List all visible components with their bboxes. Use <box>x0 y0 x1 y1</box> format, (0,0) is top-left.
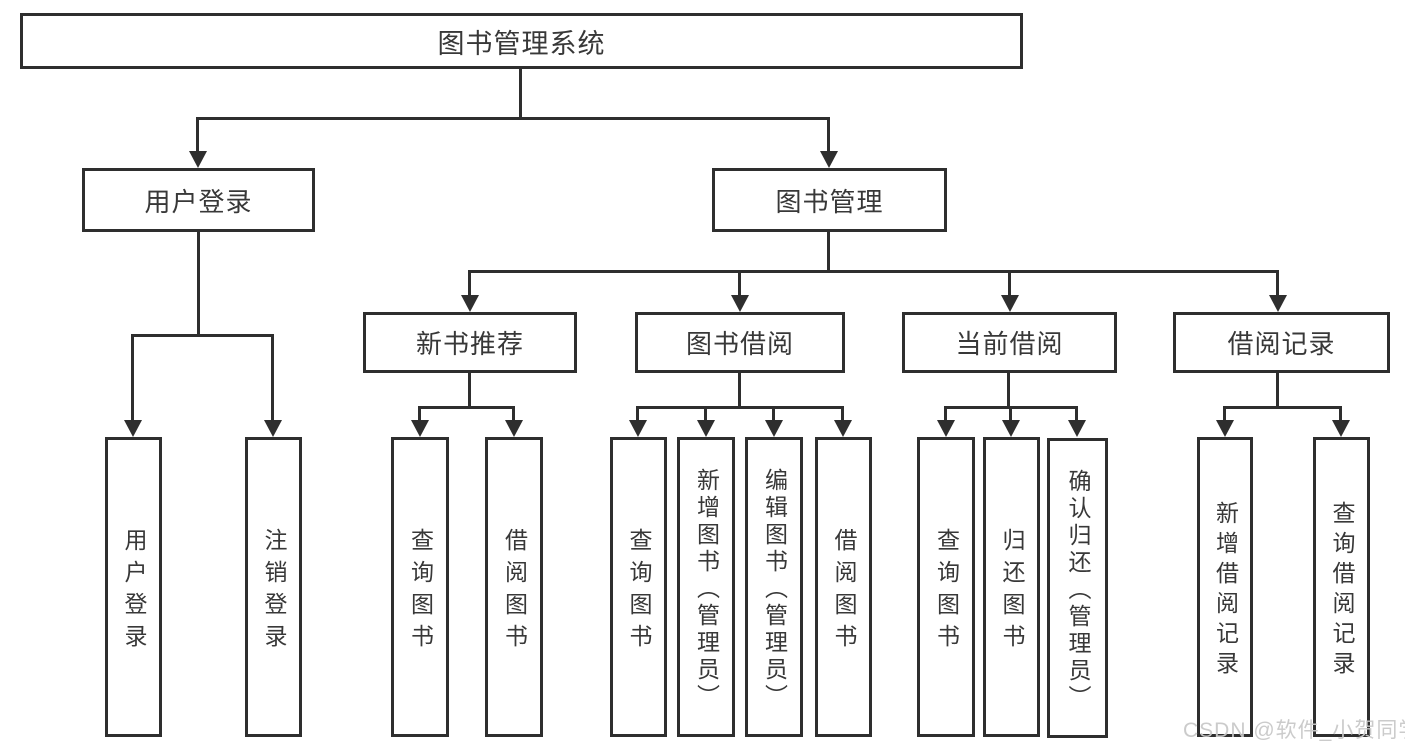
leaf-borrow-books-2: 借阅图书 <box>815 437 872 737</box>
arrow-to-leaf-logout <box>271 334 274 420</box>
node-current-borrowing: 当前借阅 <box>902 312 1117 373</box>
leaf-query-books-1: 查询图书 <box>391 437 449 737</box>
leaf-query-books-2: 查询图书 <box>610 437 667 737</box>
leaf-query-borrow-record: 查询借阅记录 <box>1313 437 1370 737</box>
csdn-watermark: CSDN @软件_小贺同学 <box>1183 719 1405 742</box>
leaf-edit-book-admin: 编辑图书（管理员） <box>745 437 803 737</box>
arrow-to-leaf-borrow-books-1 <box>512 406 515 420</box>
connector-book-borrowing-rail <box>636 406 844 409</box>
connector-user-login-rail <box>131 334 274 337</box>
arrow-to-leaf-add-borrow-record <box>1223 406 1226 420</box>
arrow-to-book-borrowing <box>738 270 741 295</box>
arrow-to-leaf-borrow-books-2 <box>841 406 844 420</box>
node-user-login: 用户登录 <box>82 168 315 232</box>
node-library-management-system: 图书管理系统 <box>20 13 1023 69</box>
leaf-add-borrow-record: 新增借阅记录 <box>1197 437 1253 737</box>
connector-book-management-stem <box>827 232 830 273</box>
connector-current-borrowing-stem <box>1007 373 1010 409</box>
node-new-book-recommendation: 新书推荐 <box>363 312 577 373</box>
arrow-to-leaf-add-book <box>704 406 707 420</box>
connector-borrowing-records-rail <box>1223 406 1342 409</box>
node-book-management: 图书管理 <box>712 168 947 232</box>
connector-user-login-stem <box>197 232 200 337</box>
arrow-to-borrowing-records <box>1276 270 1279 295</box>
arrow-to-book-management <box>827 117 830 151</box>
arrow-to-current-borrowing <box>1008 270 1011 295</box>
connector-new-book-stem <box>468 373 471 409</box>
leaf-query-books-3: 查询图书 <box>917 437 975 737</box>
node-borrowing-records: 借阅记录 <box>1173 312 1390 373</box>
connector-root-rail <box>196 117 830 120</box>
connector-new-book-rail <box>418 406 515 409</box>
leaf-logout: 注销登录 <box>245 437 302 737</box>
leaf-return-book: 归还图书 <box>983 437 1040 737</box>
leaf-add-book-admin: 新增图书（管理员） <box>677 437 735 737</box>
leaf-borrow-books-1: 借阅图书 <box>485 437 543 737</box>
connector-book-borrowing-stem <box>738 373 741 409</box>
arrow-to-leaf-return-book <box>1009 406 1012 420</box>
arrow-to-leaf-confirm-return <box>1075 406 1078 420</box>
arrow-to-leaf-query-borrow-record <box>1339 406 1342 420</box>
arrow-to-leaf-query-books-2 <box>636 406 639 420</box>
arrow-to-new-book-recommendation <box>468 270 471 295</box>
connector-book-management-rail <box>468 270 1279 273</box>
node-book-borrowing: 图书借阅 <box>635 312 845 373</box>
arrow-to-leaf-user-login <box>131 334 134 420</box>
arrow-to-leaf-query-books-3 <box>944 406 947 420</box>
arrow-to-leaf-edit-book <box>772 406 775 420</box>
arrow-to-leaf-query-books-1 <box>418 406 421 420</box>
arrow-to-user-login <box>196 117 199 151</box>
leaf-user-login: 用户登录 <box>105 437 162 737</box>
connector-root-stem <box>519 69 522 119</box>
connector-borrowing-records-stem <box>1276 373 1279 409</box>
leaf-confirm-return-admin: 确认归还（管理员） <box>1047 438 1108 738</box>
